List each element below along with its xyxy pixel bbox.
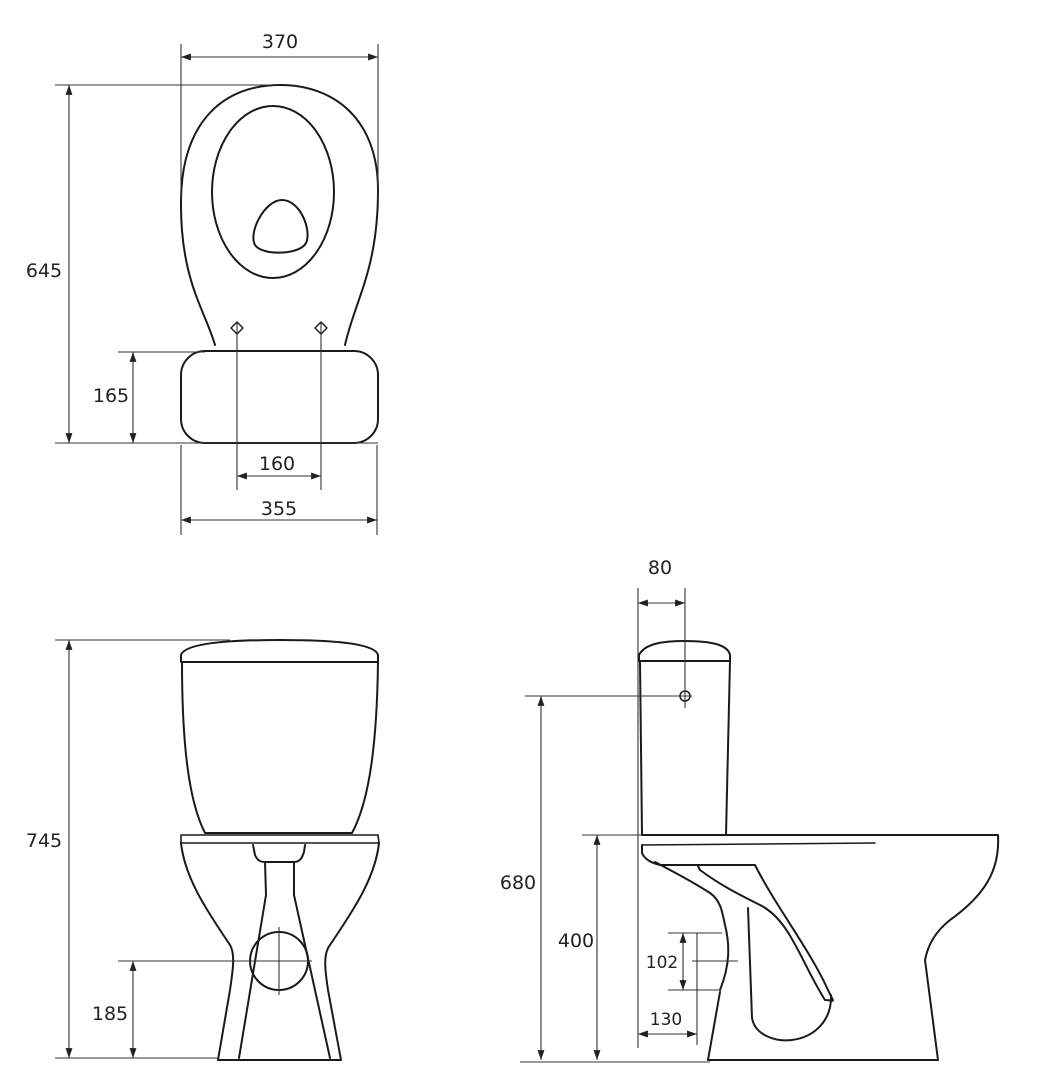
- side-tank-body: [639, 660, 731, 836]
- trap-neck: [252, 844, 306, 863]
- dim-370: 370: [262, 31, 298, 53]
- dim-165: 165: [93, 385, 129, 407]
- top-view: 370 645 165 160 355: [26, 31, 379, 535]
- dim-355: 355: [261, 498, 297, 520]
- dim-102: 102: [646, 953, 678, 973]
- dim-185: 185: [92, 1003, 128, 1025]
- front-view: 745 185: [26, 639, 380, 1061]
- dim-160: 160: [259, 453, 295, 475]
- side-view: 80 680 400 102 130: [500, 557, 1000, 1063]
- trap-outer: [654, 861, 730, 991]
- dim-645: 645: [26, 260, 62, 282]
- side-bowl: [641, 834, 1000, 1061]
- tank-top: [180, 350, 379, 444]
- dim-680: 680: [500, 872, 536, 894]
- bowl-hole: [252, 199, 309, 254]
- seat-bolt-icons: [230, 321, 328, 335]
- dim-130: 130: [650, 1010, 682, 1030]
- tank-body: [181, 661, 379, 834]
- seat-opening: [211, 105, 335, 279]
- bowl-body: [180, 842, 380, 1061]
- dim-400: 400: [558, 930, 594, 952]
- seat-outline: [179, 84, 379, 346]
- flush-channel: [641, 844, 834, 1002]
- dim-745: 745: [26, 830, 62, 852]
- tank-lid: [180, 639, 379, 663]
- dim-80: 80: [648, 557, 672, 579]
- trap-inner: [747, 907, 833, 1042]
- seat-line: [641, 842, 876, 846]
- bowl-rim: [180, 834, 380, 844]
- trap-body: [238, 861, 331, 1059]
